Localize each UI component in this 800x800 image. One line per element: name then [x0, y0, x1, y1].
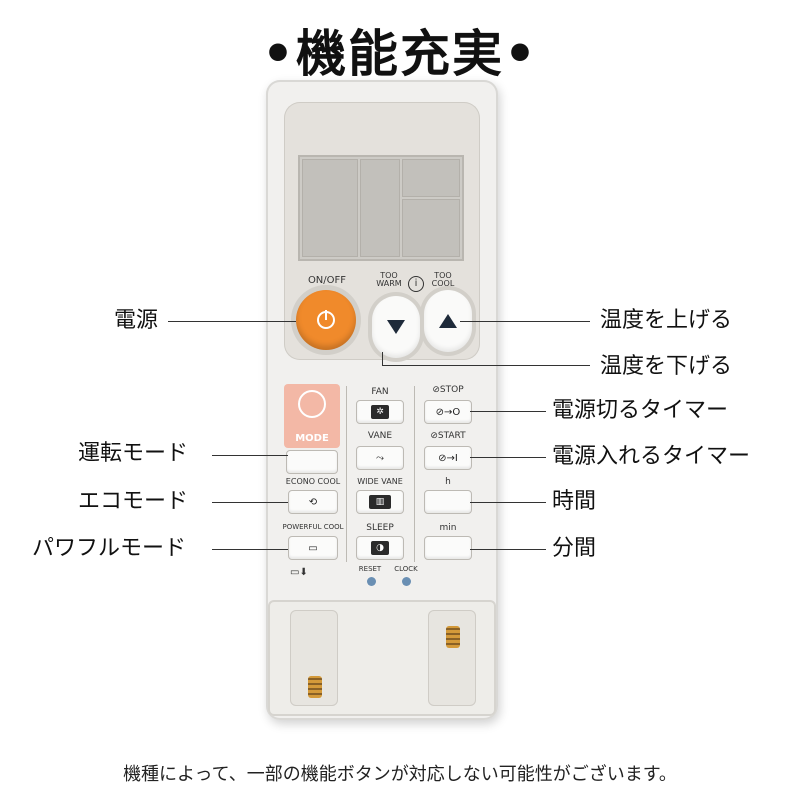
power-icon [317, 310, 335, 329]
temp-down-button[interactable] [372, 296, 420, 358]
reset-button[interactable] [367, 577, 376, 586]
callout-temp-up: 温度を上げる [600, 308, 733, 333]
powerful-icon: ▭ [308, 542, 318, 554]
fan-button[interactable]: ✲ [356, 400, 404, 424]
divider [414, 386, 415, 562]
wide-vane-icon: ▥ [369, 495, 391, 509]
sleep-icon: ◑ [371, 541, 389, 555]
callout-line [470, 457, 546, 458]
callout-line [168, 321, 296, 322]
powerful-button[interactable]: ▭ [288, 536, 338, 560]
econo-button[interactable]: ⟲ [288, 490, 338, 514]
wide-vane-button[interactable]: ▥ [356, 490, 404, 514]
wide-vane-label: WIDE VANE [357, 477, 403, 486]
callout-line [382, 352, 383, 366]
vane-icon: ⤳ [376, 452, 384, 464]
callout-econo: エコモード [78, 489, 189, 514]
lcd-screen [298, 155, 464, 261]
callout-line [212, 549, 288, 550]
lcd-segment [302, 159, 358, 257]
too-warm-label: TOO WARM [376, 271, 402, 288]
callout-mode: 運転モード [78, 441, 189, 466]
callout-off-timer: 電源切るタイマー [552, 398, 729, 423]
hour-label: h [445, 477, 451, 487]
minute-button[interactable] [424, 536, 472, 560]
callout-powerful: パワフルモード [32, 536, 187, 561]
page-title: •機能充実• [262, 25, 538, 83]
fan-icon: ✲ [371, 405, 389, 419]
footer-note: 機種によって、一部の機能ボタンが対応しない可能性がございます。 [123, 764, 677, 785]
mode-panel: MODE [284, 384, 340, 448]
callout-line [460, 321, 590, 322]
battery-spring [308, 676, 322, 698]
on-timer-button[interactable]: ⊘→I [424, 446, 472, 470]
battery-slot [428, 610, 476, 706]
callout-line [470, 549, 546, 550]
callout-line [470, 502, 546, 503]
vane-button[interactable]: ⤳ [356, 446, 404, 470]
callout-line [212, 455, 288, 456]
sleep-label: SLEEP [366, 523, 394, 533]
powerful-label: POWERFUL COOL [282, 523, 344, 531]
lcd-segment [402, 199, 460, 257]
mode-cycle-icon [298, 390, 326, 418]
callout-line [382, 365, 590, 366]
too-cool-label: TOO COOL [431, 271, 455, 288]
econo-label: ECONO COOL [285, 477, 341, 486]
mode-button[interactable] [286, 450, 338, 474]
callout-power: 電源 [114, 308, 159, 333]
minute-label: min [439, 523, 457, 533]
reset-label: RESET [358, 565, 382, 573]
arrow-down-icon [387, 320, 405, 334]
vane-label: VANE [367, 431, 393, 441]
hour-button[interactable] [424, 490, 472, 514]
mode-label: MODE [295, 433, 329, 444]
stop-label: ⊘STOP [432, 385, 464, 395]
callout-minute: 分間 [552, 536, 597, 561]
off-timer-button[interactable]: ⊘→O [424, 400, 472, 424]
clock-button[interactable] [402, 577, 411, 586]
arrow-up-icon [439, 314, 457, 328]
callout-temp-down: 温度を下げる [600, 354, 733, 379]
clock-label: CLOCK [394, 565, 418, 573]
battery-spring [446, 626, 460, 648]
start-label: ⊘START [430, 431, 466, 441]
divider [346, 386, 347, 562]
lcd-segment [360, 159, 400, 257]
power-button[interactable] [296, 290, 356, 350]
battery-compartment [268, 600, 496, 716]
callout-line [212, 502, 288, 503]
lcd-segment [402, 159, 460, 197]
callout-hour: 時間 [552, 489, 597, 514]
battery-icon: ▭⬇ [290, 567, 308, 578]
fan-label: FAN [371, 387, 389, 397]
sleep-button[interactable]: ◑ [356, 536, 404, 560]
onoff-label: ON/OFF [307, 275, 347, 286]
callout-on-timer: 電源入れるタイマー [552, 444, 751, 469]
info-icon: i [408, 276, 424, 292]
callout-line [470, 411, 546, 412]
econo-icon: ⟲ [308, 496, 318, 508]
